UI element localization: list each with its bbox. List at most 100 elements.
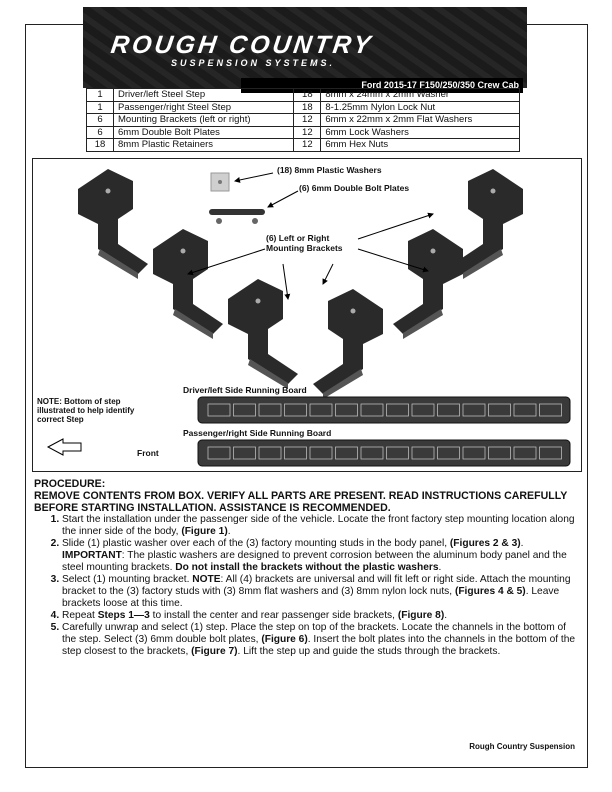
board-channel [309, 446, 333, 460]
board-channel [437, 446, 460, 460]
bolt-plate-image [209, 209, 265, 215]
step-text: . [444, 610, 448, 621]
front-label: Front [137, 448, 159, 458]
board-channel [539, 403, 562, 417]
board-channel [513, 403, 537, 417]
board-channel [233, 446, 256, 460]
step-text: Do not install the brackets without the … [175, 562, 439, 573]
parts-drawing [46, 169, 571, 467]
part-quantity: 18 [293, 88, 322, 102]
board-channel [411, 403, 435, 417]
step-text: (Figures 4 & 5) [454, 586, 526, 597]
bracket-image [393, 229, 463, 339]
part-quantity: 6 [86, 113, 114, 127]
step-text: (Figure 6) [261, 634, 308, 645]
procedure-title: PROCEDURE: [34, 478, 106, 490]
bolt-plates-label: (6) 6mm Double Bolt Plates [299, 183, 410, 193]
part-quantity: 18 [293, 100, 322, 114]
passenger-board-label: Passenger/right Side Running Board [183, 428, 332, 438]
step-text: Carefully unwrap and select (1) step. Pl… [62, 622, 567, 645]
part-quantity: 12 [293, 113, 322, 127]
board-channel [335, 403, 358, 417]
step-text: . [227, 526, 231, 537]
bracket-image [153, 229, 223, 339]
board-channel [539, 446, 562, 460]
parts-illustration: (18) 8mm Plastic Washers (6) 6mm Double … [32, 158, 582, 472]
procedure-step: Select (1) mounting bracket. NOTE: All (… [62, 574, 582, 610]
bracket-image [78, 169, 148, 279]
board-channel [488, 403, 511, 417]
step-text: Slide (1) plastic washer over each of th… [62, 538, 450, 549]
procedure-step: Start the installation under the passeng… [62, 514, 582, 538]
procedure-step: Slide (1) plastic washer over each of th… [62, 538, 582, 574]
board-channel [437, 403, 460, 417]
board-channel [233, 403, 256, 417]
bracket-image [313, 289, 383, 399]
procedure-step: Carefully unwrap and select (1) step. Pl… [62, 622, 582, 658]
board-channel [309, 403, 333, 417]
step-text: . [438, 562, 442, 573]
procedure-warning: REMOVE CONTENTS FROM BOX. VERIFY ALL PAR… [34, 490, 568, 514]
brand-tagline: SUSPENSION SYSTEMS. [171, 58, 336, 68]
part-name: 8-1.25mm Nylon Lock Nut [320, 100, 520, 114]
step-text: to install the center and rear passenger… [149, 610, 398, 621]
procedure-step: Repeat Steps 1—3 to install the center a… [62, 610, 582, 622]
step-text: . [520, 538, 524, 549]
part-name: 8mm x 24mm x 2mm Washer [320, 88, 520, 102]
step-text: : The plastic washers are designed to pr… [62, 550, 567, 573]
bracket-image [453, 169, 523, 279]
front-arrow-icon [46, 438, 82, 456]
step-text: (Figure 7) [191, 646, 238, 657]
step-text: . Leave brackets loose at this time. [62, 586, 560, 609]
board-channel [386, 403, 409, 417]
step-text: Start the installation under the passeng… [62, 514, 575, 537]
board-channel [462, 446, 486, 460]
procedure-section: PROCEDURE: REMOVE CONTENTS FROM BOX. VER… [34, 478, 582, 658]
step-text: . Insert the bolt plates into the channe… [62, 634, 576, 657]
part-name: Driver/left Steel Step [112, 88, 295, 102]
board-channel [335, 446, 358, 460]
board-channel [258, 446, 282, 460]
driver-board-label: Driver/left Side Running Board [183, 385, 307, 395]
part-quantity: 1 [86, 88, 114, 102]
step-text: . Lift the step up and guide the studs t… [237, 646, 501, 657]
step-text: : All (4) brackets are universal and wil… [62, 574, 571, 597]
board-channel [284, 446, 307, 460]
brand-header: ROUGH COUNTRY SUSPENSION SYSTEMS. Ford 2… [83, 7, 527, 93]
board-channel [207, 403, 231, 417]
board-channel [462, 403, 486, 417]
board-channel [513, 446, 537, 460]
step-text: Select (1) mounting bracket. [62, 574, 193, 585]
part-quantity: 1 [86, 100, 114, 114]
brand-logo: ROUGH COUNTRY [109, 31, 376, 59]
note-label: NOTE: Bottom of step illustrated to help… [37, 397, 135, 424]
step-text: IMPORTANT [62, 550, 122, 561]
board-channel [488, 446, 511, 460]
board-channel [386, 446, 409, 460]
board-channel [258, 403, 282, 417]
board-channel [411, 446, 435, 460]
part-quantity: 12 [293, 138, 322, 152]
step-text: NOTE [192, 574, 221, 585]
step-text: (Figure 8) [397, 610, 445, 621]
board-channel [284, 403, 307, 417]
running-board-image [197, 439, 571, 467]
part-name: Passenger/right Steel Step [112, 100, 295, 114]
part-name: 8mm Plastic Retainers [112, 138, 295, 152]
step-text: (Figure 1) [181, 526, 228, 537]
part-quantity: 12 [293, 125, 322, 139]
washers-label: (18) 8mm Plastic Washers [277, 165, 382, 175]
part-quantity: 6 [86, 125, 114, 139]
brackets-label: (6) Left or Right Mounting Brackets [266, 233, 343, 253]
part-name: 6mm Double Bolt Plates [112, 125, 295, 139]
part-name: Mounting Brackets (left or right) [112, 113, 295, 127]
running-board-image [197, 396, 571, 424]
part-name: 6mm x 22mm x 2mm Flat Washers [320, 113, 520, 127]
